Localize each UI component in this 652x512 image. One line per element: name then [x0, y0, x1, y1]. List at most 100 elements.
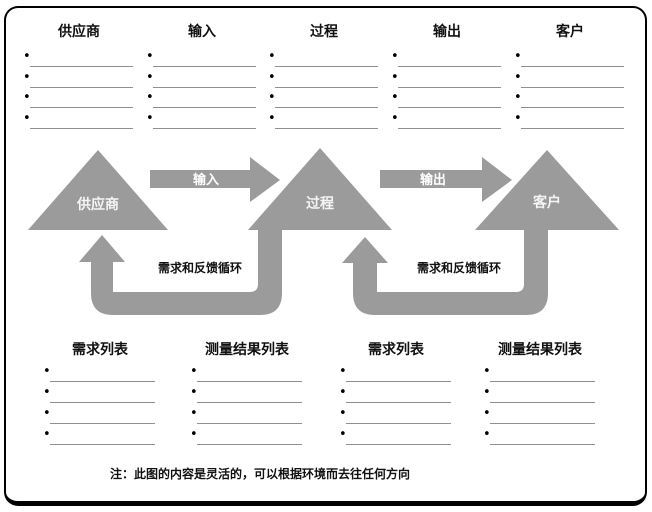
input-arrow-icon: [150, 157, 280, 202]
blank-list-line: •: [43, 424, 157, 445]
blank-underline: [346, 444, 451, 445]
input-arrow-label: 输入: [193, 172, 219, 188]
customer-triangle-label: 客户: [532, 194, 561, 211]
bottom-column-requirements-1: 需求列表 • • • •: [43, 342, 157, 445]
blank-underline: [197, 402, 302, 403]
blank-list-line: •: [391, 88, 503, 109]
bottom-column-measurements-1: 测量结果列表 ••••: [190, 342, 304, 445]
blank-underline: [30, 128, 133, 130]
feedback-loop-left-arrow: [79, 228, 282, 315]
blank-list: ••••: [190, 361, 304, 445]
supplier-triangle: [28, 150, 168, 230]
blank-list-line: •: [339, 403, 453, 424]
blank-underline: [398, 107, 501, 109]
blank-list-line: •: [268, 88, 380, 109]
blank-list-line: •: [23, 67, 135, 88]
blank-list-line: •: [268, 46, 380, 67]
blank-list-line: •: [23, 46, 135, 67]
blank-list: • • • •: [268, 46, 380, 130]
bullet-icon: •: [391, 111, 399, 127]
bullet-icon: •: [268, 69, 276, 85]
blank-list-line: •: [391, 67, 503, 88]
blank-list: • • • •: [483, 361, 597, 445]
top-column-suppliers: 供应商 ••••: [23, 24, 135, 130]
blank-underline: [30, 86, 133, 88]
bullet-icon: •: [43, 406, 51, 421]
blank-list-line: •: [43, 403, 157, 424]
blank-underline: [153, 86, 256, 88]
bullet-icon: •: [483, 427, 491, 442]
bullet-icon: •: [146, 69, 154, 85]
bullet-icon: •: [268, 111, 276, 127]
blank-underline: [398, 86, 501, 88]
bullet-icon: •: [391, 90, 399, 106]
bullet-icon: •: [339, 427, 347, 442]
column-header: 输出: [433, 24, 461, 40]
column-header: 测量结果列表: [205, 342, 289, 358]
blank-underline: [275, 65, 378, 67]
blank-list-line: •: [146, 46, 258, 67]
bullet-icon: •: [483, 385, 491, 400]
bullet-icon: •: [23, 90, 31, 106]
bullet-icon: •: [339, 406, 347, 421]
customer-triangle: [475, 150, 619, 230]
blank-list-line: •: [146, 67, 258, 88]
blank-underline: [346, 402, 451, 403]
blank-underline: [346, 423, 451, 424]
blank-list-line: •: [514, 108, 626, 130]
blank-list-line: •: [339, 382, 453, 403]
blank-list: ••••: [23, 46, 135, 130]
bullet-icon: •: [483, 406, 491, 421]
bullet-icon: •: [190, 406, 198, 421]
blank-list-line: •: [483, 403, 597, 424]
bullet-icon: •: [514, 69, 522, 85]
blank-list-line: •: [391, 108, 503, 130]
blank-underline: [490, 402, 595, 403]
blank-list-line: •: [43, 361, 157, 382]
bullet-icon: •: [391, 48, 399, 64]
blank-list-line: •: [483, 361, 597, 382]
bullet-icon: •: [146, 48, 154, 64]
blank-list-line: •: [190, 403, 304, 424]
blank-list: ••••: [339, 361, 453, 445]
process-triangle: [248, 148, 392, 230]
supplier-triangle-label: 供应商: [76, 196, 119, 213]
column-header: 需求列表: [72, 342, 128, 358]
output-arrow-icon: [380, 157, 512, 202]
column-header: 客户: [556, 24, 584, 40]
blank-underline: [50, 402, 155, 403]
blank-list-line: •: [514, 88, 626, 109]
bullet-icon: •: [391, 69, 399, 85]
process-triangle-label: 过程: [306, 195, 334, 212]
blank-underline: [30, 65, 133, 67]
blank-list-line: •: [23, 108, 135, 130]
blank-underline: [521, 107, 624, 109]
blank-list-line: •: [190, 424, 304, 445]
blank-list-line: •: [514, 67, 626, 88]
blank-list: • • • •: [391, 46, 503, 130]
blank-list-line: •: [268, 108, 380, 130]
bullet-icon: •: [483, 364, 491, 379]
blank-underline: [50, 423, 155, 424]
blank-underline: [398, 128, 501, 130]
column-header: 需求列表: [368, 342, 424, 358]
bullet-icon: •: [514, 111, 522, 127]
blank-underline: [490, 381, 595, 382]
blank-list-line: •: [483, 424, 597, 445]
column-header: 测量结果列表: [498, 342, 582, 358]
blank-list-line: •: [268, 67, 380, 88]
blank-underline: [197, 444, 302, 445]
bullet-icon: •: [190, 427, 198, 442]
blank-underline: [490, 423, 595, 424]
top-column-customers: 客户 • • • •: [514, 24, 626, 130]
blank-underline: [275, 86, 378, 88]
bullet-icon: •: [339, 385, 347, 400]
bullet-icon: •: [146, 90, 154, 106]
blank-underline: [275, 107, 378, 109]
bullet-icon: •: [514, 48, 522, 64]
blank-list: • • • •: [514, 46, 626, 130]
bullet-icon: •: [43, 385, 51, 400]
blank-list-line: •: [483, 382, 597, 403]
